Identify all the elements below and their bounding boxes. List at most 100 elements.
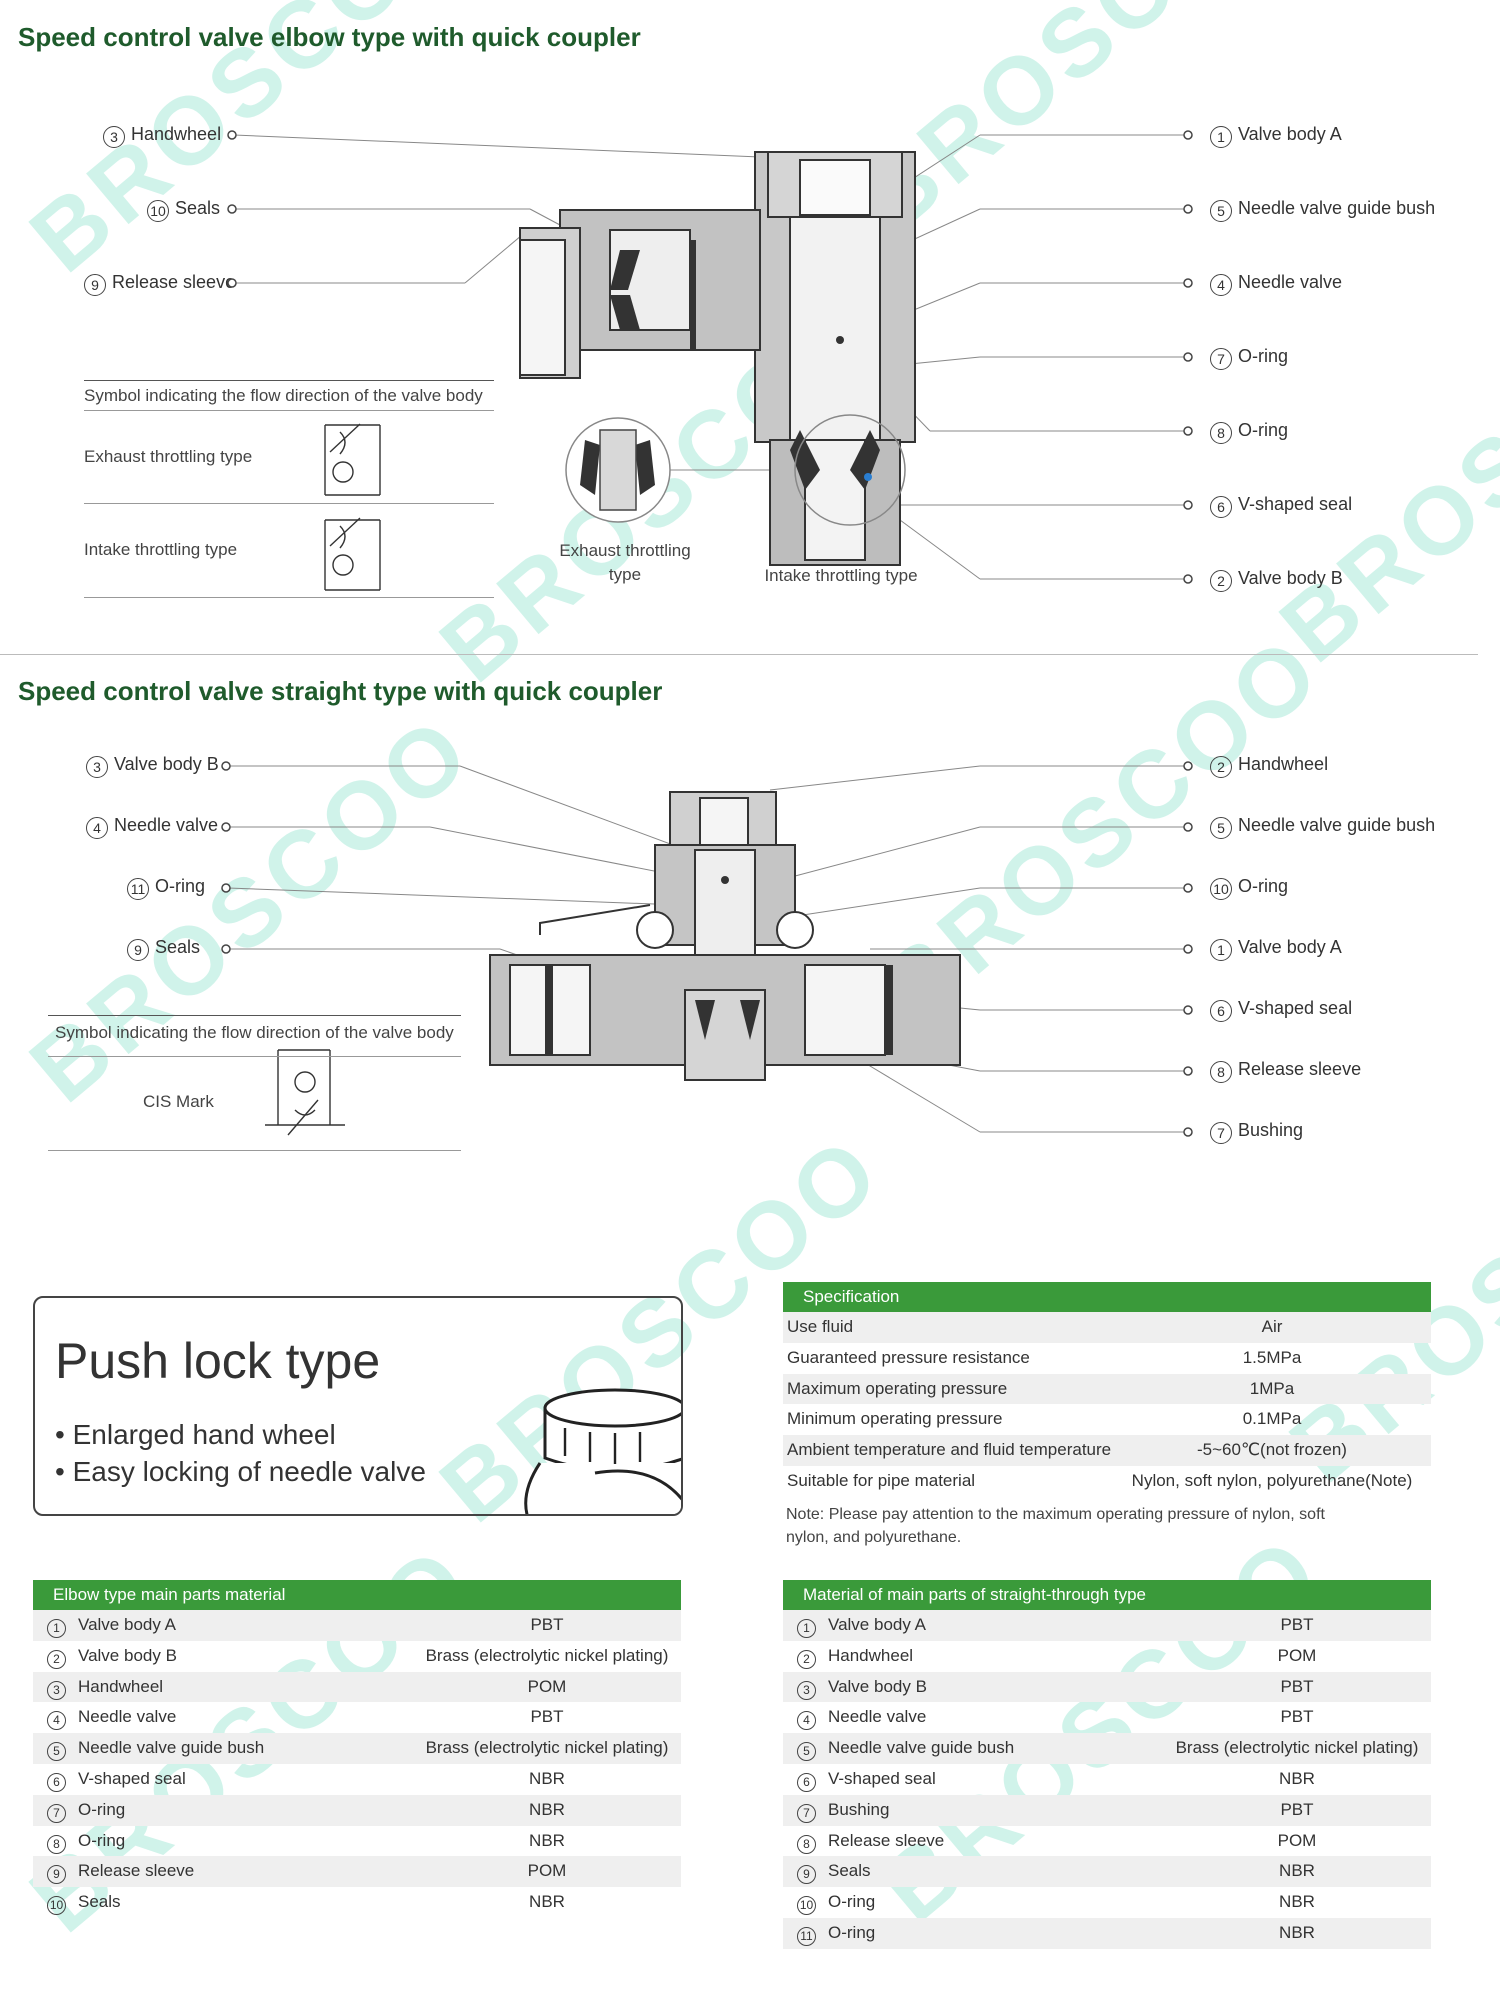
callout-label: V-shaped seal [1238,494,1353,514]
symbol-header: Symbol indicating the flow direction of … [84,386,483,405]
table-body: Use fluid Air Guaranteed pressure resista… [783,1312,1431,1497]
table-header: Specification [783,1282,1431,1312]
callout-label: Needle valve guide bush [1238,815,1436,835]
callout-number: 3 [86,756,108,778]
spec-label: Suitable for pipe material [787,1470,976,1490]
part-number: 2 [47,1649,66,1669]
push-lock-bullets: Enlarged hand wheel Easy locking of need… [55,1416,426,1490]
callout-number: 4 [1210,274,1232,296]
part-name: O-ring [78,1830,126,1850]
callout-number: 10 [147,200,169,222]
callout-needle-valve: 4 Needle valve [1210,272,1342,296]
symbol-divider [48,1150,461,1151]
part-material: POM [527,1861,567,1881]
table-header: Elbow type main parts material [33,1580,681,1610]
elbow-valve-cross-section-diagram [227,130,1193,591]
spec-label: Use fluid [787,1317,854,1336]
spec-value: -5~60℃(not frozen) [1197,1440,1347,1460]
callout-label: Seals [175,198,221,218]
part-number: 3 [797,1680,816,1700]
part-material: NBR [529,1768,565,1788]
spec-value: 1.5MPa [1242,1347,1302,1367]
symbol-divider [84,410,494,411]
part-material: PBT [1280,1707,1314,1727]
part-material: PBT [530,1707,564,1727]
part-number: 3 [47,1680,66,1700]
caption-intake-throttling: Intake throttling type [764,566,918,585]
part-name: O-ring [828,1892,876,1912]
callout-label: Needle valve [1238,272,1343,292]
callout-number: 5 [1210,200,1232,222]
section1-title: Speed control valve elbow type with quic… [18,22,641,52]
handwheel-illustration [524,1388,681,1514]
part-material: NBR [1279,1892,1315,1912]
callout-number: 11 [127,878,149,900]
callout-number: 2 [1210,570,1232,592]
spec-note: Note: Please pay attention to the maximu… [786,1506,1325,1546]
part-number: 1 [47,1619,66,1638]
callout-label: Release sleeve [1238,1059,1362,1079]
callout-number: 10 [1210,878,1232,900]
symbol-header: Symbol indicating the flow direction of … [55,1023,454,1042]
callout-label: Handwheel [1238,754,1329,774]
callout-label: Valve body B [114,754,219,774]
callout-number: 8 [1210,422,1232,444]
part-material: PBT [1280,1676,1314,1696]
symbol-divider [84,503,494,504]
callout-label: Needle valve [114,815,219,835]
part-material: NBR [1279,1768,1315,1788]
symbol-row-intake: Intake throttling type [84,540,238,559]
bullet-item: Enlarged hand wheel [55,1416,426,1453]
callout-number: 1 [1210,939,1232,961]
callout-number: 8 [1210,1061,1232,1083]
part-material: PBT [1280,1799,1314,1819]
part-number: 7 [47,1803,66,1823]
table-row: Use fluid Air [783,1312,1431,1343]
part-number: 4 [797,1711,816,1731]
symbol-row-exhaust: Exhaust throttling type [84,447,253,466]
part-material: Brass (electrolytic nickel plating) [1175,1738,1419,1758]
part-name: Seals [828,1861,871,1881]
spec-value: 0.1MPa [1242,1409,1302,1429]
straight-materials-table: Material of main parts of straight-throu… [783,1580,1431,1949]
callout-label: O-ring [1238,346,1289,366]
spec-value: Air [1261,1317,1283,1336]
part-number: 7 [797,1803,816,1823]
callout-label: Seals [155,937,201,957]
callout-valve-body-b: 3 Valve body B [86,754,219,778]
section-divider [0,654,1478,655]
part-material: NBR [529,1830,565,1850]
callout-label: O-ring [1238,876,1289,896]
callout-label: Bushing [1238,1120,1304,1140]
part-material: NBR [529,1892,565,1912]
part-name: Bushing [828,1799,890,1819]
symbol-row-cis-mark: CIS Mark [143,1092,214,1111]
part-number: 6 [47,1772,66,1792]
part-number: 8 [797,1834,816,1854]
part-material: Brass (electrolytic nickel plating) [425,1645,669,1665]
table-header: Material of main parts of straight-throu… [783,1580,1431,1610]
spec-label: Guaranteed pressure resistance [787,1347,1030,1367]
push-lock-title: Push lock type [55,1333,381,1389]
callout-label: Valve body A [1238,937,1342,957]
part-material: PBT [1280,1615,1314,1634]
